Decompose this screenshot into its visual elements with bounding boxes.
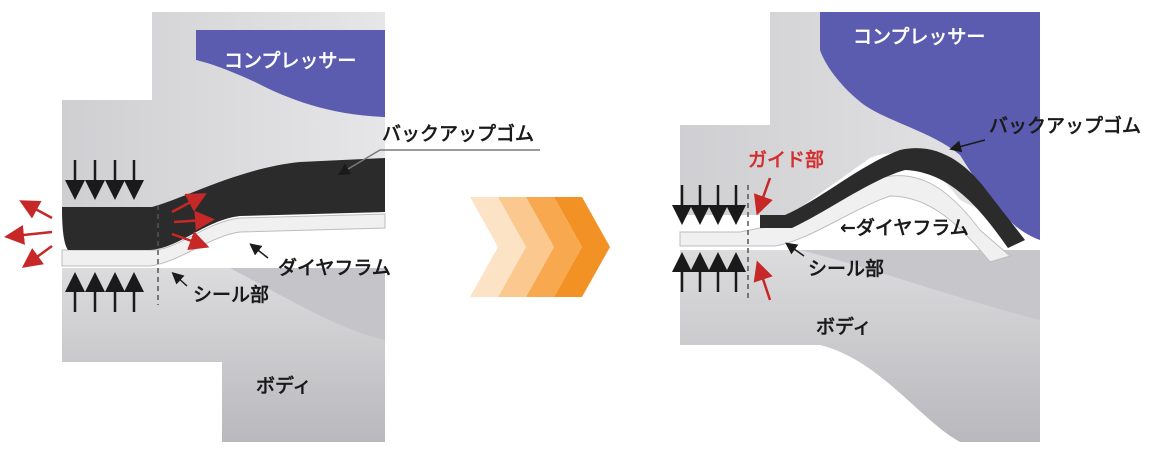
seal-leader [785, 242, 805, 257]
seal-label: シール部 [808, 257, 884, 280]
body-curve [230, 268, 385, 340]
bottom-pressure-arrows [65, 272, 144, 312]
diaphragm-leader [249, 243, 269, 259]
backup-rubber-label: バックアップゴム [989, 114, 1141, 137]
deform-arrows [171, 193, 215, 251]
after-panel: コンプレッサー バックアップゴム ガイド部 ←ダイヤフラム シール部 ボディ [672, 12, 1141, 442]
top-pressure-arrows [65, 160, 144, 200]
top-pressure-arrows [672, 185, 746, 225]
backup-rubber [62, 158, 385, 250]
compressor-label: コンプレッサー [224, 49, 356, 72]
chevron-4 [554, 197, 610, 297]
diaphragm [61, 213, 386, 267]
backup-rubber [760, 148, 1025, 248]
body-curve [800, 250, 1040, 320]
bottom-pressure-arrows [672, 252, 746, 292]
compressor-label: コンプレッサー [853, 25, 985, 48]
body-label: ボディ [816, 315, 872, 338]
body-label: ボディ [256, 374, 312, 397]
guide-arrows [753, 177, 773, 301]
diaphragm-label: ←ダイヤフラム [840, 216, 969, 239]
before-panel: コンプレッサー バックアップゴム ダイヤフラム シール部 ボディ [4, 12, 540, 442]
seal-label: シール部 [193, 283, 269, 306]
diaphragm-label: ダイヤフラム [278, 256, 391, 279]
backup-rubber-leader [337, 149, 540, 176]
backup-rubber-leader [949, 139, 986, 153]
guide-label: ガイド部 [748, 148, 824, 171]
seal-leader [171, 271, 188, 287]
compressor [196, 30, 385, 117]
backup-rubber-label: バックアップゴム [382, 122, 534, 145]
compressor [820, 12, 1040, 240]
leak-arrows [4, 200, 53, 268]
transition-arrow [470, 197, 610, 297]
body [62, 268, 385, 442]
